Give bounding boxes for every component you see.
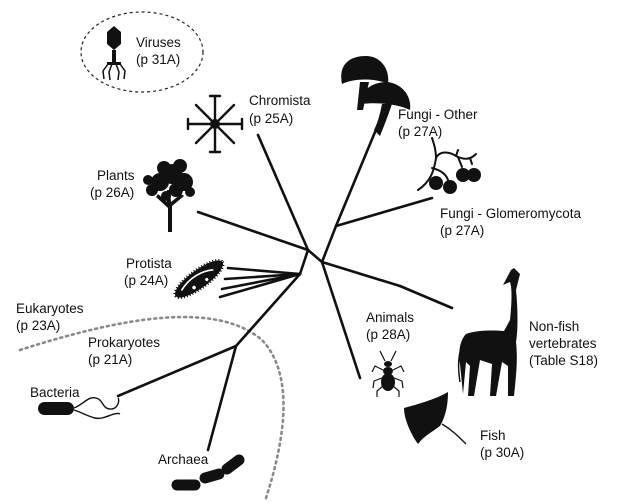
label-protista: Protista [126, 256, 172, 271]
protist-icon [170, 255, 228, 304]
glomeromycota-icon [418, 138, 481, 194]
label-animals-page: (p 28A) [366, 327, 410, 342]
label-fungi-other: Fungi - Other [398, 107, 478, 122]
label-viruses: Viruses [136, 35, 181, 50]
beetle-icon [372, 351, 404, 397]
giraffe-icon [459, 268, 520, 396]
label-prokaryotes: Prokaryotes [88, 335, 160, 350]
label-fungi-glomeromycota: Fungi - Glomeromycota [440, 206, 582, 221]
label-protista-page: (p 24A) [124, 273, 168, 288]
label-vertebrates-page: (Table S18) [529, 353, 598, 368]
label-fish-page: (p 30A) [480, 445, 524, 460]
bacterium-icon [38, 398, 120, 419]
tree-icon [143, 159, 195, 232]
label-vertebrates-1: Non-fish [529, 319, 579, 334]
label-plants-page: (p 26A) [90, 185, 134, 200]
label-viruses-page: (p 31A) [136, 52, 180, 67]
stingray-icon [404, 392, 466, 444]
label-fungi-glomeromycota-page: (p 27A) [440, 223, 484, 238]
chromista-icon [188, 96, 242, 152]
label-animals: Animals [366, 310, 414, 325]
label-fish: Fish [480, 428, 506, 443]
label-fungi-other-page: (p 27A) [398, 124, 442, 139]
virus-icon [103, 26, 125, 80]
label-eukaryotes: Eukaryotes [16, 301, 84, 316]
label-eukaryotes-page: (p 23A) [16, 318, 60, 333]
label-bacteria: Bacteria [30, 385, 80, 400]
label-prokaryotes-page: (p 21A) [88, 352, 132, 367]
label-vertebrates-2: vertebrates [529, 336, 597, 351]
label-chromista: Chromista [249, 93, 311, 108]
label-archaea: Archaea [158, 452, 209, 467]
label-plants: Plants [97, 168, 135, 183]
label-chromista-page: (p 25A) [249, 111, 293, 126]
